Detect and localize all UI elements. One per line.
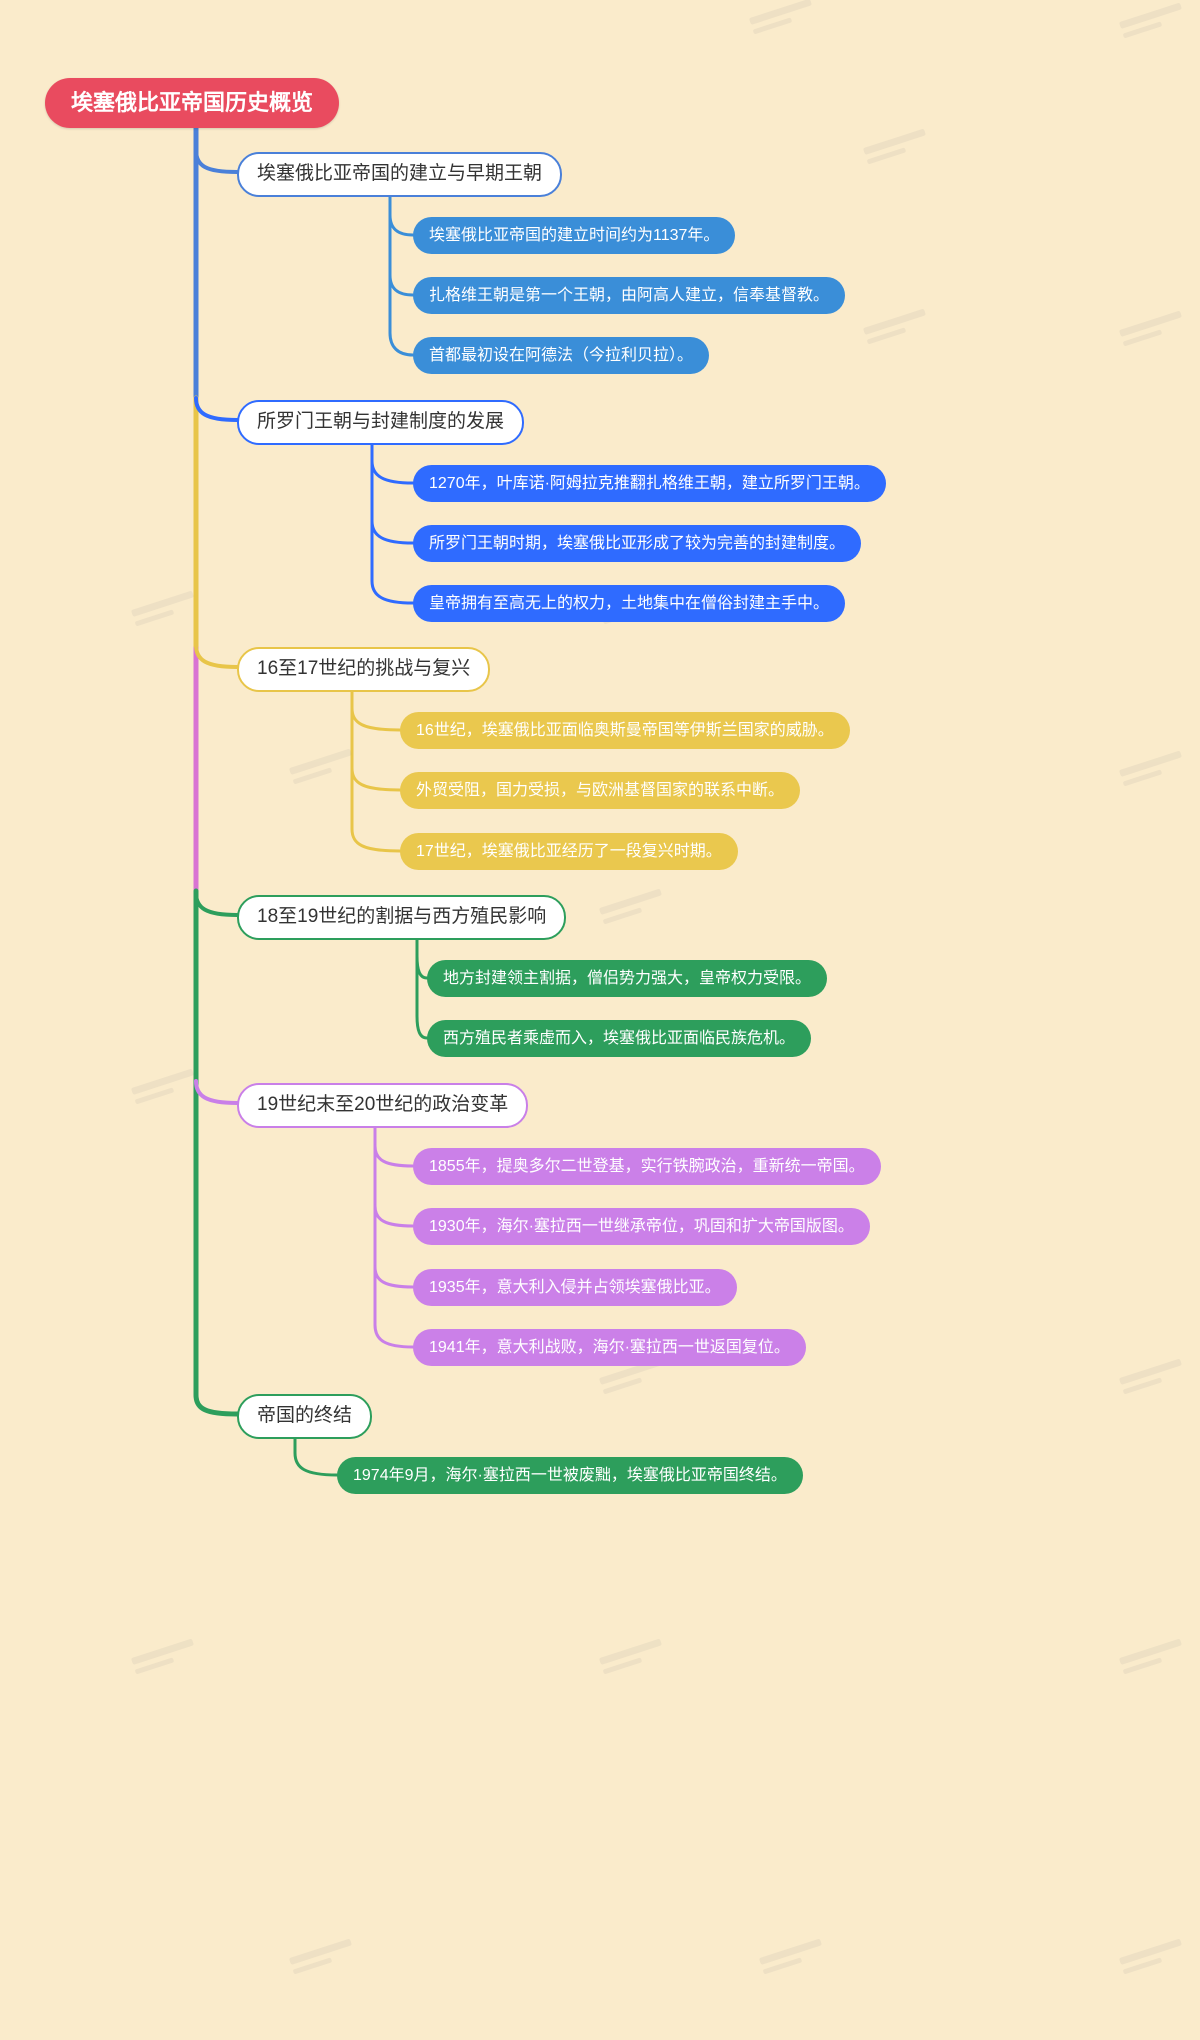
branch3-child-elbow: [350, 766, 402, 792]
branch2-child-elbow: [370, 459, 415, 485]
child-node-5-2[interactable]: 1930年，海尔·塞拉西一世继承帝位，巩固和扩大帝国版图。: [413, 1208, 870, 1246]
branch5-child-spine: [373, 1122, 415, 1349]
branch4-child-spine: [415, 933, 429, 1040]
branch2-connector: [194, 396, 239, 422]
branch-node-5[interactable]: 19世纪末至20世纪的政治变革: [237, 1083, 529, 1128]
branch-node-2[interactable]: 所罗门王朝与封建制度的发展: [237, 400, 525, 445]
child-node-2-1[interactable]: 1270年，叶库诺·阿姆拉克推翻扎格维王朝，建立所罗门王朝。: [413, 465, 886, 503]
child-node-4-2[interactable]: 西方殖民者乘虚而入，埃塞俄比亚面临民族危机。: [427, 1020, 812, 1058]
child-node-5-1[interactable]: 1855年，提奥多尔二世登基，实行铁腕政治，重新统一帝国。: [413, 1148, 881, 1186]
child-node-3-1[interactable]: 16世纪，埃塞俄比亚面临奥斯曼帝国等伊斯兰国家的威胁。: [400, 712, 850, 750]
branch1-connector: [194, 148, 239, 174]
child-node-1-2[interactable]: 扎格维王朝是第一个王朝，由阿高人建立，信奉基督教。: [413, 277, 846, 315]
branch5-child-elbow: [373, 1204, 415, 1228]
branch3-child-elbow: [350, 706, 402, 732]
branch4-child-elbow: [415, 954, 429, 980]
child-node-1-3[interactable]: 首都最初设在阿德法（今拉利贝拉）。: [413, 337, 710, 375]
branch-node-6[interactable]: 帝国的终结: [237, 1394, 373, 1439]
child-node-5-4[interactable]: 1941年，意大利战败，海尔·塞拉西一世返国复位。: [413, 1329, 806, 1367]
child-node-2-2[interactable]: 所罗门王朝时期，埃塞俄比亚形成了较为完善的封建制度。: [413, 525, 862, 563]
branch1-child-elbow: [388, 273, 415, 297]
branch6-child-spine: [293, 1432, 339, 1477]
root-node[interactable]: 埃塞俄比亚帝国历史概览: [45, 78, 340, 129]
branch5-child-elbow: [373, 1144, 415, 1168]
branch1-child-elbow: [388, 213, 415, 237]
branch4-connector: [194, 891, 239, 917]
branch-node-1[interactable]: 埃塞俄比亚帝国的建立与早期王朝: [237, 152, 563, 197]
branch-node-4[interactable]: 18至19世纪的割据与西方殖民影响: [237, 895, 567, 940]
child-node-4-1[interactable]: 地方封建领主割据，僧侣势力强大，皇帝权力受限。: [427, 960, 828, 998]
branch5-connector: [194, 1079, 239, 1105]
child-node-6-1[interactable]: 1974年9月，海尔·塞拉西一世被废黜，埃塞俄比亚帝国终结。: [337, 1457, 803, 1495]
branch2-child-spine: [370, 439, 415, 605]
branch3-child-spine: [350, 685, 402, 853]
child-node-2-3[interactable]: 皇帝拥有至高无上的权力，土地集中在僧俗封建主手中。: [413, 585, 846, 623]
branch1-child-spine: [388, 190, 415, 357]
child-node-3-2[interactable]: 外贸受阻，国力受损，与欧洲基督国家的联系中断。: [400, 772, 801, 810]
branch5-child-elbow: [373, 1265, 415, 1289]
branch2-child-elbow: [370, 519, 415, 545]
branch-node-3[interactable]: 16至17世纪的挑战与复兴: [237, 647, 491, 692]
child-node-5-3[interactable]: 1935年，意大利入侵并占领埃塞俄比亚。: [413, 1269, 737, 1307]
child-node-1-1[interactable]: 埃塞俄比亚帝国的建立时间约为1137年。: [413, 217, 736, 255]
branch3-connector: [194, 643, 239, 669]
child-node-3-3[interactable]: 17世纪，埃塞俄比亚经历了一段复兴时期。: [400, 833, 738, 871]
trunk-segment-green: [193, 888, 240, 1417]
